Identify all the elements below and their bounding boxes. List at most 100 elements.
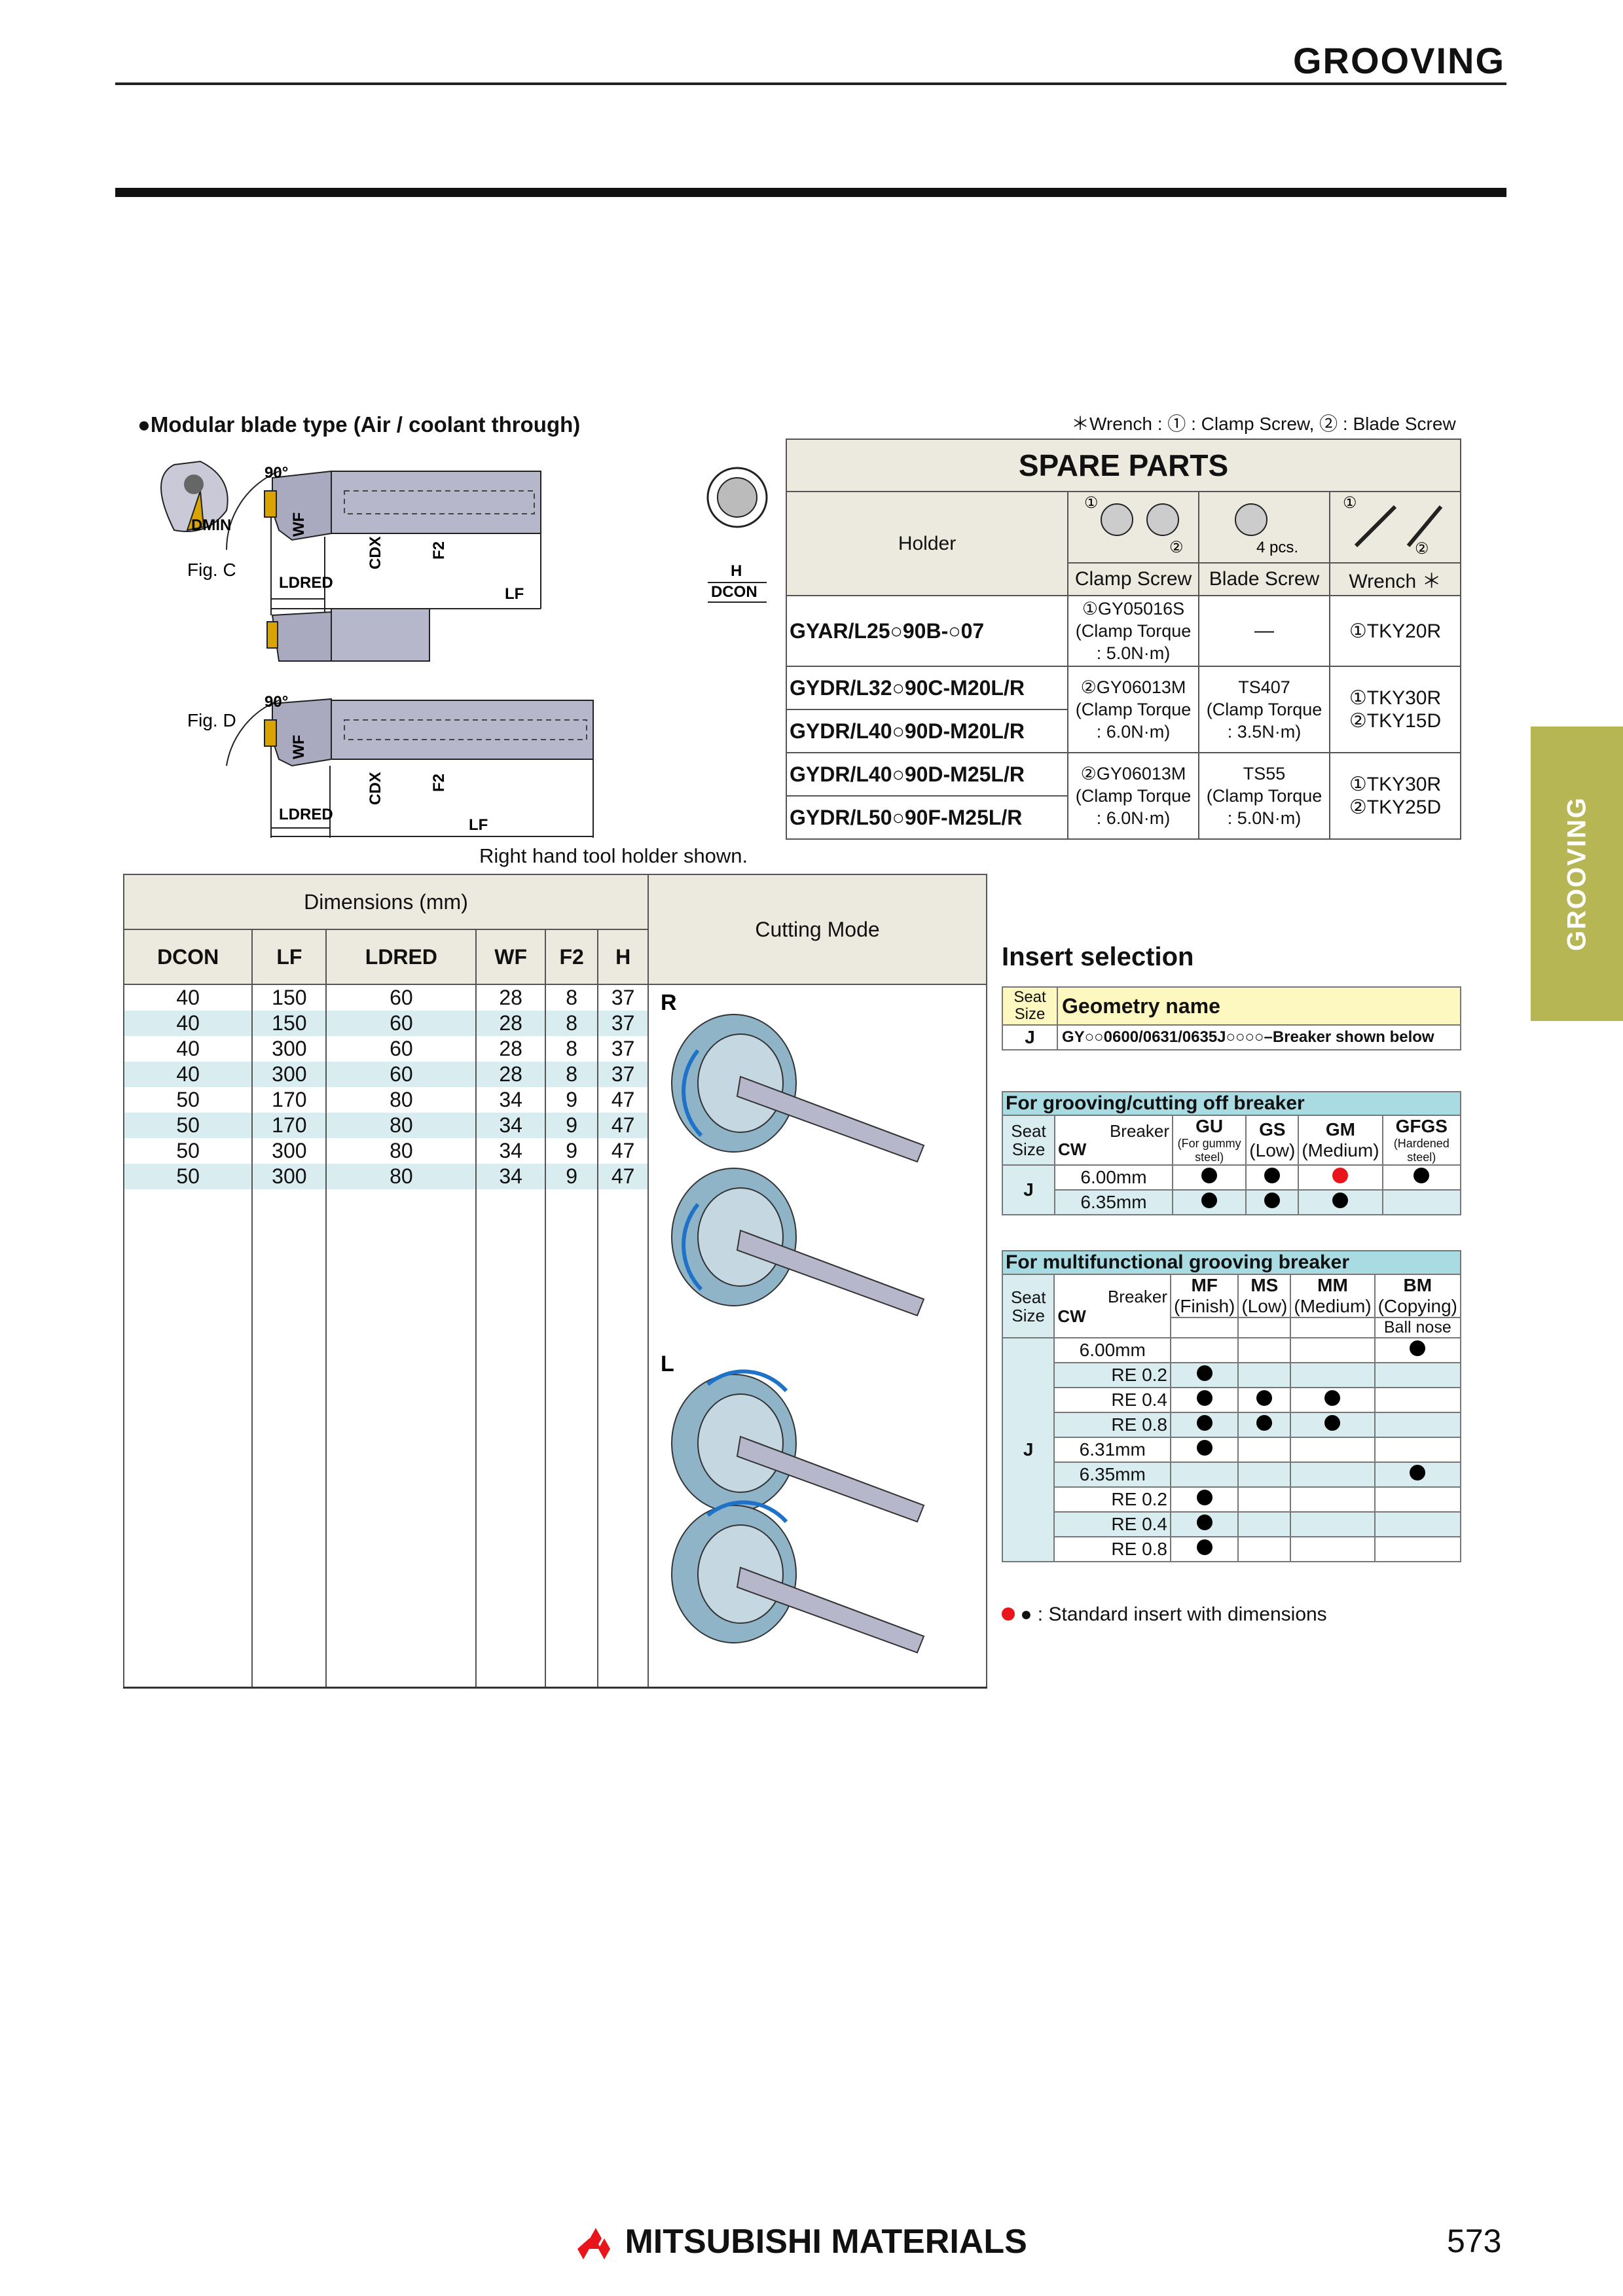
spare-parts-title: SPARE PARTS: [786, 439, 1461, 492]
legend: ● : Standard insert with dimensions: [1002, 1604, 1327, 1626]
dmin-label: DMIN: [191, 516, 231, 534]
black-dot-icon: [1410, 1340, 1426, 1356]
cutting-mode-r1: [671, 1014, 925, 1163]
holder-gydr-40-m20: GYDR/L40○90D-M20L/R: [786, 709, 1068, 753]
mark-cell: [1237, 1362, 1292, 1388]
clamp-screw-header: Clamp Screw: [1067, 562, 1199, 596]
wrench-header: Wrench ＊: [1329, 562, 1461, 596]
cw-value: 6.00mm: [1053, 1337, 1172, 1363]
table-row: RE 0.2: [1002, 1486, 1462, 1513]
cw-value: RE 0.4: [1053, 1387, 1172, 1413]
blade-screw-gyar: —: [1198, 595, 1330, 667]
dimensions-table: Dimensions (mm) Cutting Mode DCON LF LDR…: [122, 874, 987, 1689]
geometry-table: Seat Size Geometry name J GY○○0600/0631/…: [1002, 986, 1461, 1050]
black-dot-icon: [1196, 1539, 1213, 1555]
cw-value: RE 0.8: [1053, 1412, 1172, 1438]
table-row: 6.31mm: [1002, 1437, 1462, 1463]
svg-text:②: ②: [1415, 540, 1429, 556]
cdx-label-d: CDX: [367, 772, 384, 805]
seat-size-header: Seat Size: [1002, 986, 1058, 1026]
f2-label-c: F2: [430, 541, 448, 560]
wrench-gyar: ①TKY20R: [1329, 595, 1461, 667]
mark-cell: [1170, 1486, 1239, 1513]
fig-c-end-view: [160, 460, 228, 532]
mark-cell: [1171, 1189, 1247, 1215]
col-h: H: [597, 929, 649, 985]
mark-cell: [1237, 1412, 1292, 1438]
angle-label-d: 90°: [264, 693, 288, 711]
mark-cell: [1237, 1337, 1292, 1363]
mark-cell: [1381, 1164, 1462, 1191]
col-ldred: LDRED: [325, 929, 477, 985]
mark-cell: [1170, 1462, 1239, 1488]
ball-nose-label: Ball nose: [1374, 1317, 1462, 1338]
blade-screw-group2: TS55(Clamp Torque: 5.0N·m): [1198, 752, 1330, 840]
mark-cell: [1245, 1164, 1300, 1191]
dimensions-title: Dimensions (mm): [123, 874, 649, 930]
wf-label-d: WF: [290, 735, 308, 759]
grooving-breaker-table: For grooving/cutting off breaker Seat Si…: [1002, 1091, 1462, 1215]
col-gs: GS(Low): [1245, 1115, 1300, 1166]
mode-r-label: R: [661, 990, 677, 1015]
table-row: RE 0.4: [1002, 1511, 1462, 1537]
mark-cell: [1290, 1412, 1376, 1438]
table-row: J 6.00mm: [1002, 1164, 1462, 1215]
mark-cell: [1290, 1511, 1376, 1537]
mark-cell: [1374, 1412, 1462, 1438]
seat-j: J: [1002, 1024, 1058, 1050]
blade-screw-icon-cell: 4 pcs.: [1198, 491, 1330, 564]
black-dot-icon: [1256, 1415, 1273, 1431]
fig-d-side-view: [226, 698, 594, 838]
black-dot-icon: [1332, 1193, 1349, 1208]
h-label: H: [731, 562, 742, 580]
clamp-screw-icon-cell: ① ②: [1067, 491, 1199, 564]
mark-cell: [1381, 1189, 1462, 1215]
cutting-mode-l2: [671, 1500, 925, 1654]
black-dot-icon: [1201, 1193, 1218, 1208]
black-dot-icon: [1324, 1390, 1341, 1406]
col-wf: WF: [475, 929, 546, 985]
cutting-mode-header: Cutting Mode: [647, 874, 987, 985]
cutting-mode-cell: R L: [647, 984, 987, 1689]
col-dcon: DCON: [122, 929, 253, 985]
mark-cell: [1374, 1337, 1462, 1363]
holder-gydr-50-m25: GYDR/L50○90F-M25L/R: [786, 795, 1068, 840]
table-row: RE 0.8: [1002, 1536, 1462, 1562]
clamp-screw-gyar: ①GY05016S(Clamp Torque: 5.0N·m): [1067, 595, 1199, 667]
mark-cell: [1245, 1189, 1300, 1215]
table-row: RE 0.2: [1002, 1362, 1462, 1388]
svg-text:4 pcs.: 4 pcs.: [1256, 539, 1298, 556]
geometry-value: GY○○0600/0631/0635J○○○○–Breaker shown be…: [1057, 1024, 1461, 1050]
mark-cell: [1237, 1511, 1292, 1537]
mark-cell: [1290, 1536, 1376, 1562]
cw-value: RE 0.8: [1053, 1536, 1172, 1562]
angle-label-c: 90°: [264, 464, 288, 482]
cw-value: RE 0.4: [1053, 1511, 1172, 1537]
holder-gydr-32: GYDR/L32○90C-M20L/R: [786, 666, 1068, 710]
blade-screw-group1: TS407(Clamp Torque: 3.5N·m): [1198, 666, 1330, 753]
mark-cell: [1170, 1337, 1239, 1363]
footer-logo: MITSUBISHI MATERIALS: [576, 2222, 1027, 2261]
mark-cell: [1374, 1486, 1462, 1513]
red-dot-icon: [1002, 1607, 1015, 1621]
side-tab-label: GROOVING: [1562, 796, 1591, 952]
breaker-cw-header: Breaker CW: [1054, 1115, 1173, 1166]
section-heading: ●Modular blade type (Air / coolant throu…: [137, 412, 581, 437]
seat-j: J: [1001, 1337, 1055, 1562]
screw-icon: ① ②: [1084, 494, 1184, 556]
col-mf: MF(Finish): [1170, 1274, 1239, 1318]
mark-cell: [1170, 1536, 1239, 1562]
black-dot-icon: [1196, 1365, 1213, 1381]
table-row: 6.35mm: [1002, 1189, 1462, 1215]
lf-label-d: LF: [469, 816, 488, 834]
mark-cell: [1374, 1362, 1462, 1388]
lf-label-c: LF: [505, 585, 524, 603]
